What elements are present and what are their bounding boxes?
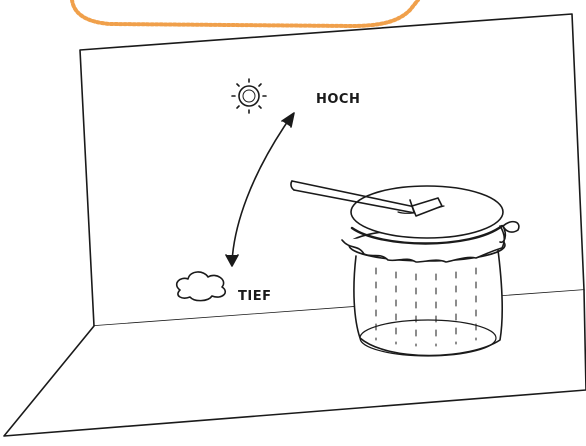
cloud-icon	[175, 271, 227, 302]
back-board	[79, 13, 585, 327]
straw-pointer	[290, 180, 445, 217]
label-low: TIEF	[238, 289, 271, 304]
sun-icon	[231, 78, 267, 114]
arrow-icon	[225, 112, 295, 267]
decorative-frame	[70, 0, 420, 28]
label-high: HOCH	[316, 92, 360, 107]
